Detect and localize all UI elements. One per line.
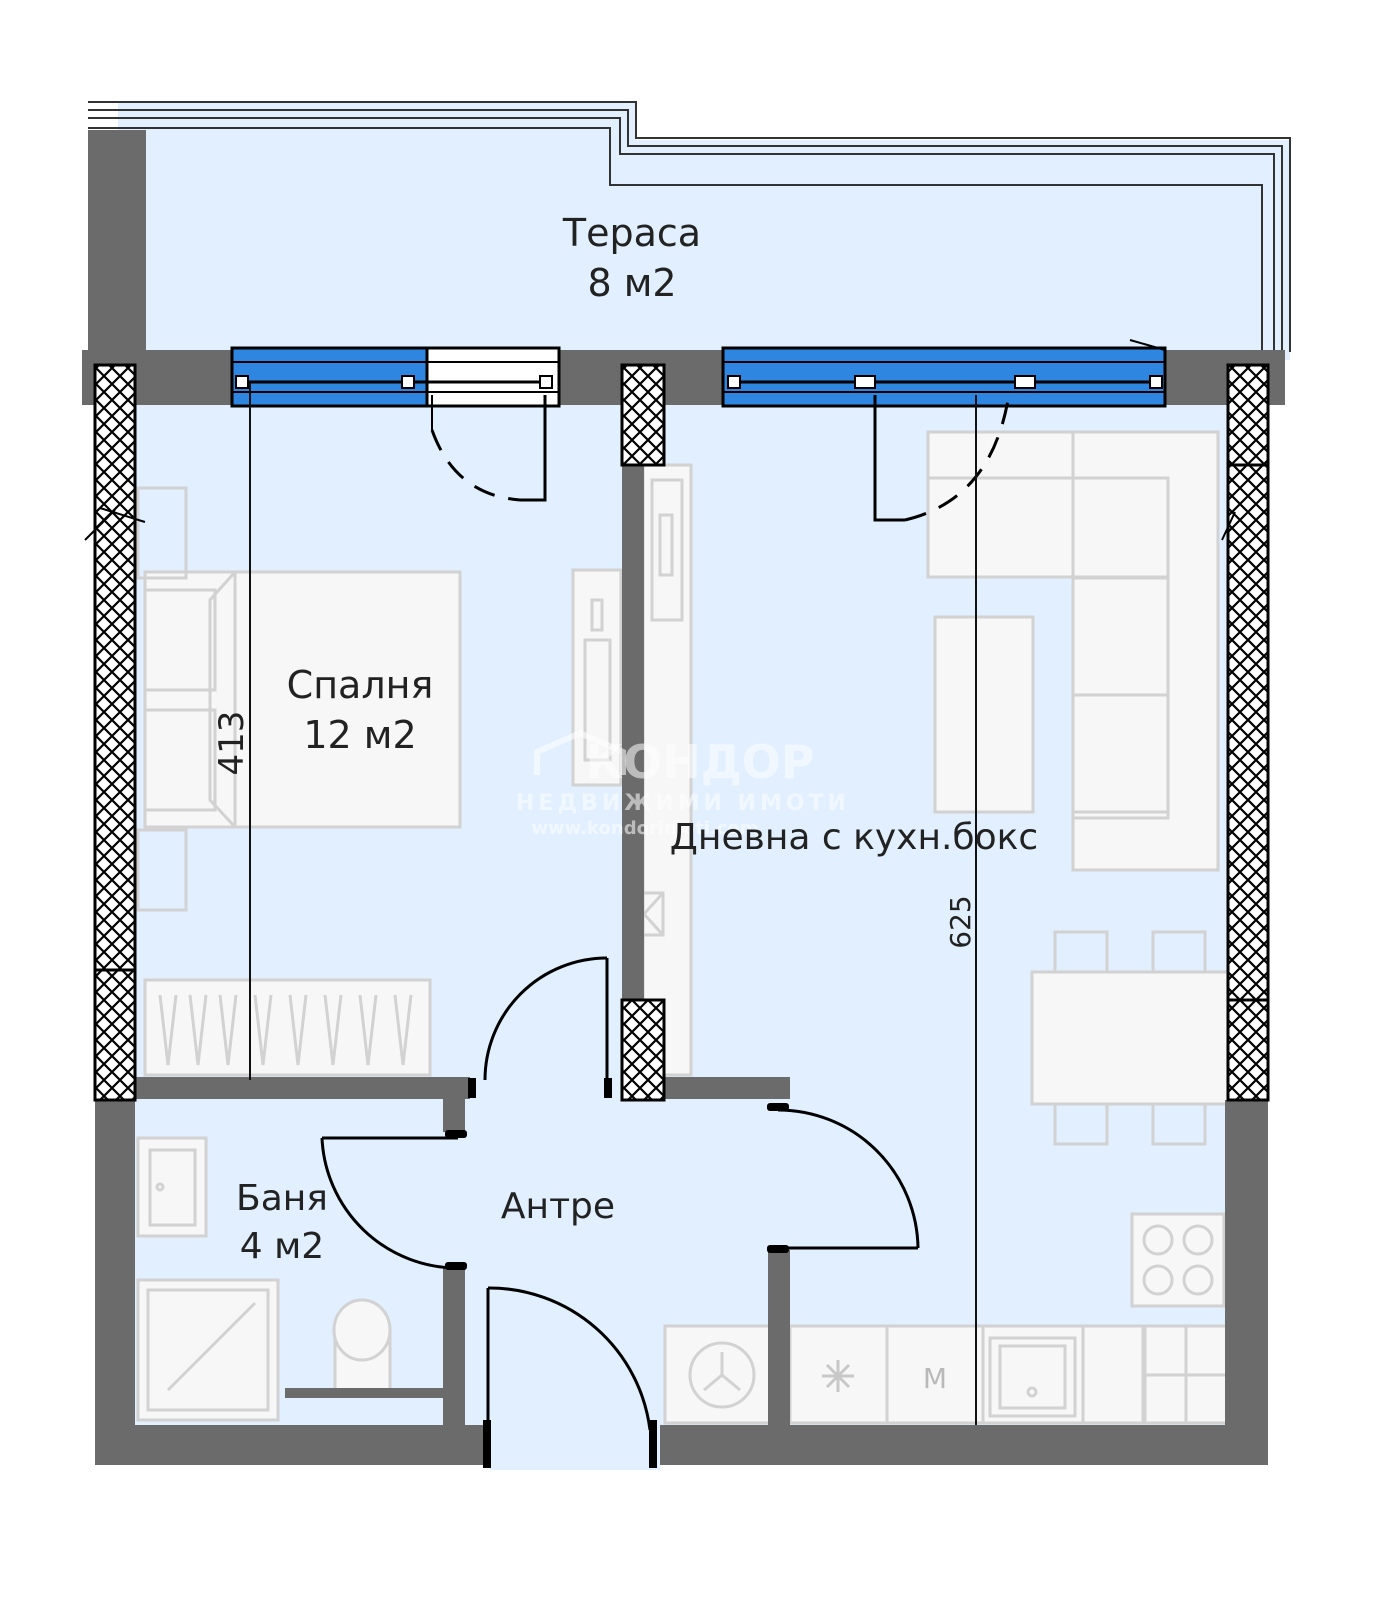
washbasin-icon [136, 1136, 208, 1238]
microwave-label: M [923, 1362, 947, 1395]
bath-partition [285, 1388, 443, 1398]
hatched-walls [93, 363, 1270, 1102]
bathroom-door [320, 1130, 467, 1270]
entrance-floor [490, 1440, 660, 1470]
bedroom-dimension-label: 413 [212, 711, 252, 776]
living-wardrobe [641, 463, 693, 1077]
shower-icon [136, 1278, 280, 1422]
toilet-icon [332, 1298, 392, 1392]
living-window [721, 339, 1167, 408]
bedroom-window [230, 346, 561, 408]
terrace-name: Тераса [562, 211, 701, 255]
living-dimension-label: 625 [944, 895, 977, 948]
bed [143, 570, 462, 829]
kitchen-counter [663, 1324, 1232, 1425]
watermark-site: www.kondorimoti.com [531, 818, 758, 839]
terrace-railing [88, 101, 1291, 352]
terrace-floor [118, 103, 1290, 360]
bathroom-name: Баня [236, 1178, 328, 1219]
bathroom-area: 4 м2 [240, 1226, 324, 1267]
bedroom-balcony-door [430, 395, 547, 502]
bedroom-area: 12 м2 [303, 713, 416, 757]
watermark-tagline: НЕДВИЖИМИ ИМОТИ [516, 791, 850, 816]
living-door [767, 1103, 920, 1253]
living-balcony-door [873, 395, 1010, 522]
dining-table [1030, 930, 1230, 1146]
wall-marker-right [1221, 511, 1236, 541]
entrance-door [483, 1286, 657, 1468]
watermark: КОНДОР НЕДВИЖИМИ ИМОТИ www.kondorimoti.c… [516, 729, 850, 839]
terrace-area: 8 м2 [587, 261, 676, 305]
nightstand [136, 486, 188, 912]
bedroom-door [468, 956, 612, 1098]
freezer-icon [822, 1360, 854, 1392]
watermark-brand: КОНДОР [586, 735, 815, 789]
hall-name: Антре [501, 1186, 615, 1227]
coffee-table [933, 615, 1035, 814]
house-logo-icon [534, 729, 626, 775]
wardrobe [143, 978, 432, 1077]
walls [82, 350, 1285, 1465]
stove-icon [1130, 1212, 1226, 1308]
kitchen-sink-icon [988, 1336, 1077, 1418]
washing-machine-icon [688, 1341, 756, 1409]
terrace-left-wall [88, 130, 146, 360]
wall-marker-left [84, 507, 146, 541]
living-name: Дневна с кухн.бокс [670, 817, 1038, 858]
bedroom-name: Спалня [287, 663, 434, 707]
